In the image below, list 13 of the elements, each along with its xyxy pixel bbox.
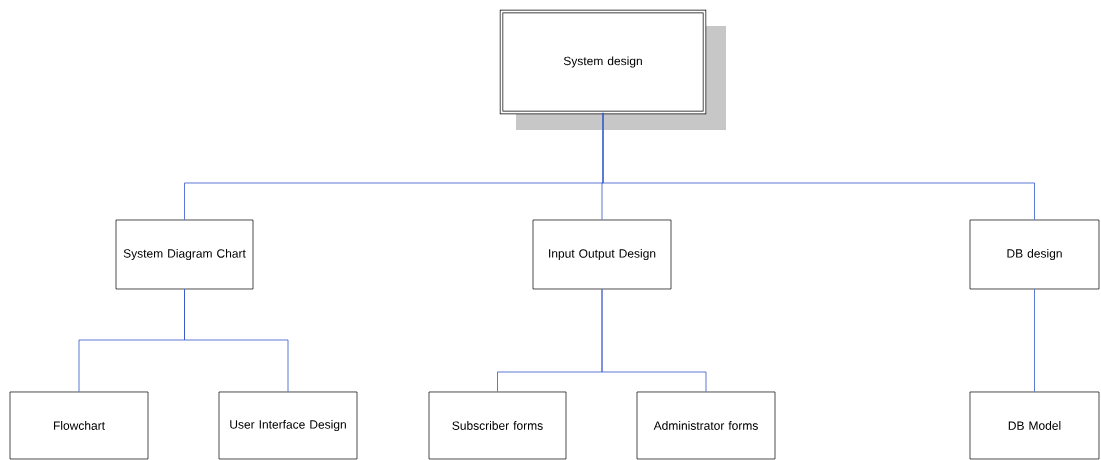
process-box: Flowchart [9, 391, 149, 460]
process-box: Administrator forms [636, 391, 776, 460]
title-box: System design [499, 9, 726, 130]
process-box: Subscriber forms [428, 391, 567, 460]
connector-line [601, 288, 707, 393]
connector-line [1034, 288, 1035, 393]
process-box: Input Output Design [532, 219, 672, 290]
connector-line [184, 288, 289, 393]
process-box: DB Model [969, 391, 1100, 460]
process-box: System Diagram Chart [115, 219, 254, 290]
connector-line [602, 112, 1035, 221]
process-box: User Interface Design [218, 391, 358, 460]
process-box: DB design [969, 219, 1100, 290]
